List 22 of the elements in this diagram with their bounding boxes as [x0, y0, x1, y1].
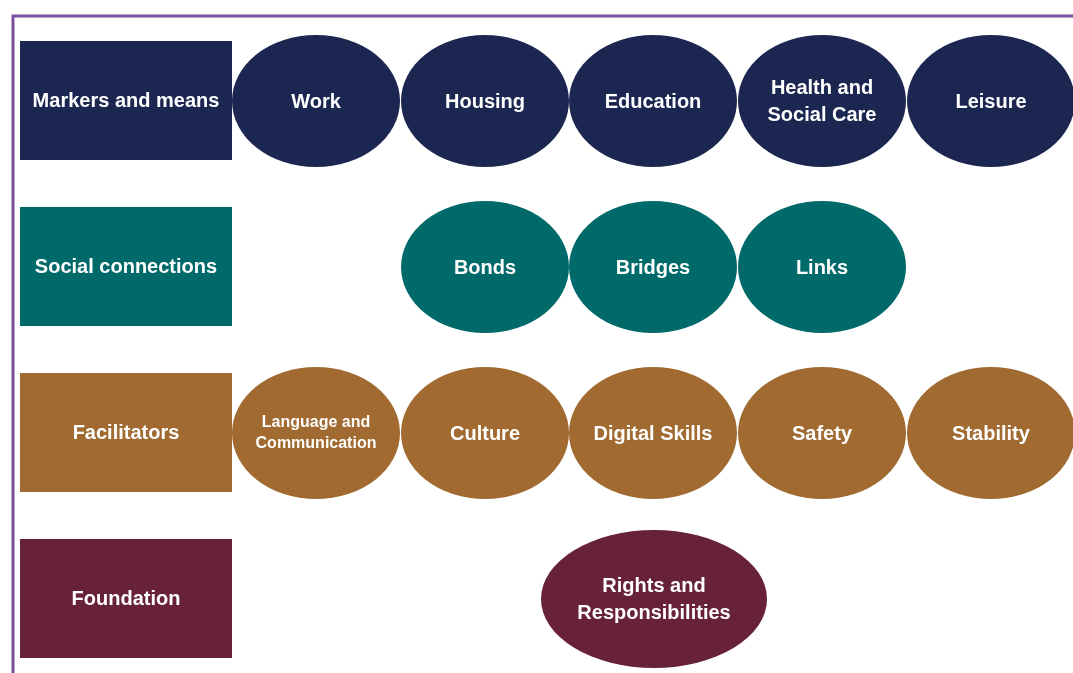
category-box — [20, 41, 232, 160]
node-label: Housing — [445, 88, 525, 114]
node-label: Markers and means — [32, 88, 220, 113]
node-label: Health and Social Care — [766, 75, 878, 127]
node-label: Leisure — [955, 88, 1027, 114]
node-label: Digital Skills — [593, 420, 713, 446]
node-label: Social connections — [34, 254, 218, 279]
category-box — [20, 207, 232, 326]
node-label: Links — [795, 254, 849, 280]
node-label: Bonds — [453, 254, 517, 280]
node-label: Bridges — [615, 254, 691, 280]
node-label: Culture — [450, 420, 520, 446]
category-box — [20, 539, 232, 658]
node-label: Safety — [792, 420, 852, 446]
node-label: Language and Communication — [254, 412, 378, 453]
node-label: Facilitators — [72, 420, 180, 445]
node-label: Education — [604, 88, 702, 114]
node-label: Stability — [952, 420, 1030, 446]
node-label: Foundation — [71, 586, 181, 611]
node-label: Work — [291, 88, 341, 114]
node-label: Rights and Responsibilities — [576, 573, 732, 625]
category-box — [20, 373, 232, 492]
